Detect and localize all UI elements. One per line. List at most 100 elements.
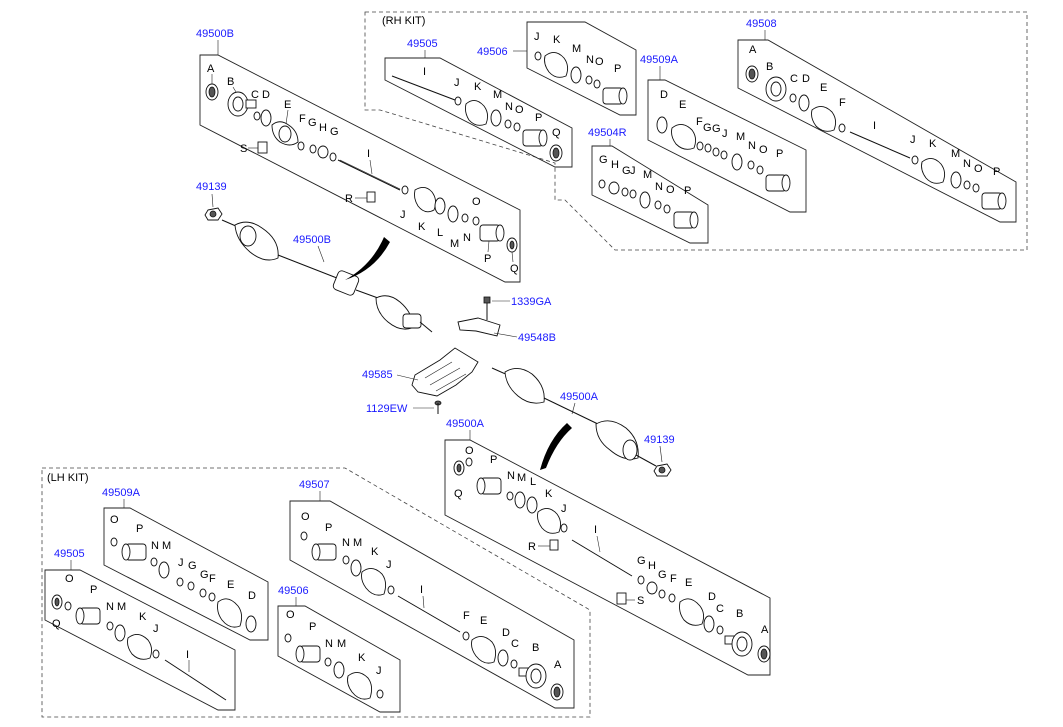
clamp-part-M-rh49509A[interactable] (731, 153, 743, 171)
shaft-part-I-lh49505[interactable] (164, 659, 227, 701)
clamp-part-M-rh49505[interactable] (490, 109, 502, 127)
ring-part-N-lh49507[interactable] (342, 555, 350, 565)
part-number-49585[interactable]: 49585 (362, 369, 393, 381)
boot-part-K-top[interactable] (413, 187, 437, 213)
seal-part-Q-top[interactable] (506, 237, 518, 253)
housing-part-P-lh49507[interactable] (311, 543, 337, 561)
part-number-49139-right[interactable]: 49139 (644, 434, 675, 446)
clamp-part-F-lh49507[interactable] (462, 631, 470, 641)
ring-part-N-rh49508[interactable] (963, 180, 971, 190)
bracket-49548B[interactable] (457, 317, 501, 337)
housing-part-P-lh49506[interactable] (295, 645, 321, 663)
snap-ring-part-C-lh49507[interactable] (510, 659, 518, 669)
ring-part-N-rh49506[interactable] (585, 75, 593, 85)
outer-race-part-A[interactable] (205, 83, 219, 101)
circlip-part-J-top[interactable] (401, 185, 409, 195)
housing-part-P-lh49509A[interactable] (121, 543, 147, 561)
boot-part-K-rh49505[interactable] (464, 100, 489, 126)
outer-race-part-A-rh49508[interactable] (745, 65, 759, 83)
ring-part-G-rh49504R[interactable] (598, 179, 606, 189)
boot-part-E-bottom[interactable] (679, 598, 705, 626)
bolt-1129EW[interactable] (434, 400, 442, 414)
ring-part-O-rh49505[interactable] (513, 122, 521, 132)
clamp-part-D-lh49507[interactable] (497, 649, 509, 667)
part-number-1339GA[interactable]: 1339GA (511, 296, 552, 308)
housing-part-P-bottom[interactable] (476, 477, 502, 495)
ring-part-N-rh49504R[interactable] (654, 200, 662, 210)
circlip-part-J-bottom[interactable] (560, 523, 568, 533)
boot-part-E[interactable] (271, 121, 299, 146)
spider-part-H-bottom[interactable] (646, 581, 658, 595)
clamp-part-D-rh49509A[interactable] (656, 116, 668, 134)
circlip-part-J-rh49506[interactable] (534, 51, 542, 61)
circlip-part-J-rh49509A[interactable] (720, 150, 728, 160)
snap-ring-part-C-bottom[interactable] (716, 625, 724, 635)
clamp-part-M-lh49509A[interactable] (158, 561, 170, 579)
clamp-part-F-bottom[interactable] (668, 593, 676, 603)
part-number-49500A-shaft[interactable]: 49500A (560, 391, 599, 403)
ring-part-G2-rh49504R[interactable] (621, 187, 629, 197)
clamp-part-D[interactable] (260, 109, 272, 127)
damper-part-R[interactable] (366, 191, 376, 203)
shaft-part-I-lh49507[interactable] (397, 595, 461, 633)
boot-part-K-bottom[interactable] (537, 508, 562, 534)
part-number-49548B[interactable]: 49548B (518, 332, 556, 344)
ring-part-O-rh49509A[interactable] (756, 165, 764, 175)
part-number-49504R-rh[interactable]: 49504R (588, 127, 627, 139)
part-number-49509A-rh[interactable]: 49509A (640, 54, 679, 66)
ring-part-G2[interactable] (329, 152, 337, 162)
outer-race-part-A-bottom[interactable] (757, 645, 771, 663)
boot-part-E-lh49509A[interactable] (217, 598, 243, 628)
bolt-1339GA[interactable] (483, 296, 491, 320)
clamp-part-F-rh49508[interactable] (838, 123, 846, 133)
clamp-part-L-bottom[interactable] (526, 496, 538, 514)
ring-part-O-bottom[interactable] (465, 457, 473, 467)
boot-part-K-rh49508[interactable] (921, 158, 946, 184)
damper-part-R-bottom[interactable] (549, 539, 559, 551)
circlip-part-J-lh49505[interactable] (152, 649, 160, 659)
housing-part-P-lh49505[interactable] (75, 607, 101, 625)
ring-part-G2-bottom[interactable] (658, 589, 666, 599)
ring-part-N-rh49505[interactable] (504, 119, 512, 129)
part-number-49509A-lh[interactable]: 49509A (102, 487, 141, 499)
cv-joint-part-B-rh49508[interactable] (765, 76, 787, 102)
clamp-part-D-bottom[interactable] (703, 615, 715, 633)
shaft-part-I-rh49508[interactable] (849, 131, 911, 159)
clamp-part-M-rh49504R[interactable] (639, 191, 651, 209)
seal-part-Q-bottom[interactable] (453, 460, 465, 476)
damper-part-S-bottom[interactable] (616, 592, 627, 605)
spider-part-H-rh49504R[interactable] (608, 181, 620, 195)
part-number-1129EW[interactable]: 1129EW (366, 403, 408, 415)
ring-part-O-lh49505[interactable] (64, 601, 72, 611)
circlip-part-J-lh49509A[interactable] (176, 577, 184, 587)
ring-part-G2-lh49509A[interactable] (199, 588, 207, 598)
housing-part-P-rh49506[interactable] (602, 87, 628, 105)
housing-part-P-rh49508[interactable] (981, 192, 1007, 210)
ring-part-O-rh49504R[interactable] (663, 204, 671, 214)
drive-shaft-49500A[interactable] (491, 367, 657, 467)
circlip-part-J-lh49507[interactable] (387, 585, 395, 595)
seal-part-Q-rh49505[interactable] (549, 144, 563, 162)
clamp-part-D-lh49509A[interactable] (245, 615, 257, 633)
clamp-part-M-rh49508[interactable] (950, 171, 962, 189)
clamp-part-M-lh49505[interactable] (114, 624, 126, 642)
clamp-part-M-lh49507[interactable] (350, 559, 362, 577)
heat-shield-49585[interactable] (411, 347, 479, 397)
housing-part-P-top[interactable] (479, 224, 505, 242)
boot-part-K-lh49506[interactable] (347, 672, 373, 700)
ring-part-N-lh49505[interactable] (106, 621, 114, 631)
clamp-part-L[interactable] (434, 197, 446, 215)
ring-part-N-lh49509A[interactable] (150, 557, 158, 567)
boot-part-E-lh49507[interactable] (471, 636, 497, 664)
part-number-49505-lh[interactable]: 49505 (54, 548, 85, 560)
cv-joint-part-B-bottom[interactable] (724, 631, 753, 657)
ring-part-O-rh49508[interactable] (972, 183, 980, 193)
circlip-part-J-lh49506[interactable] (376, 689, 384, 699)
part-number-49507-lh[interactable]: 49507 (299, 479, 330, 491)
clamp-part-D-rh49508[interactable] (798, 94, 810, 112)
boot-part-K-rh49506[interactable] (544, 52, 569, 78)
cv-joint-part-B[interactable] (227, 91, 257, 117)
ring-part-G1[interactable] (309, 144, 317, 154)
housing-part-P-rh49504R[interactable] (673, 211, 699, 229)
ring-part-N-lh49506[interactable] (324, 657, 332, 667)
